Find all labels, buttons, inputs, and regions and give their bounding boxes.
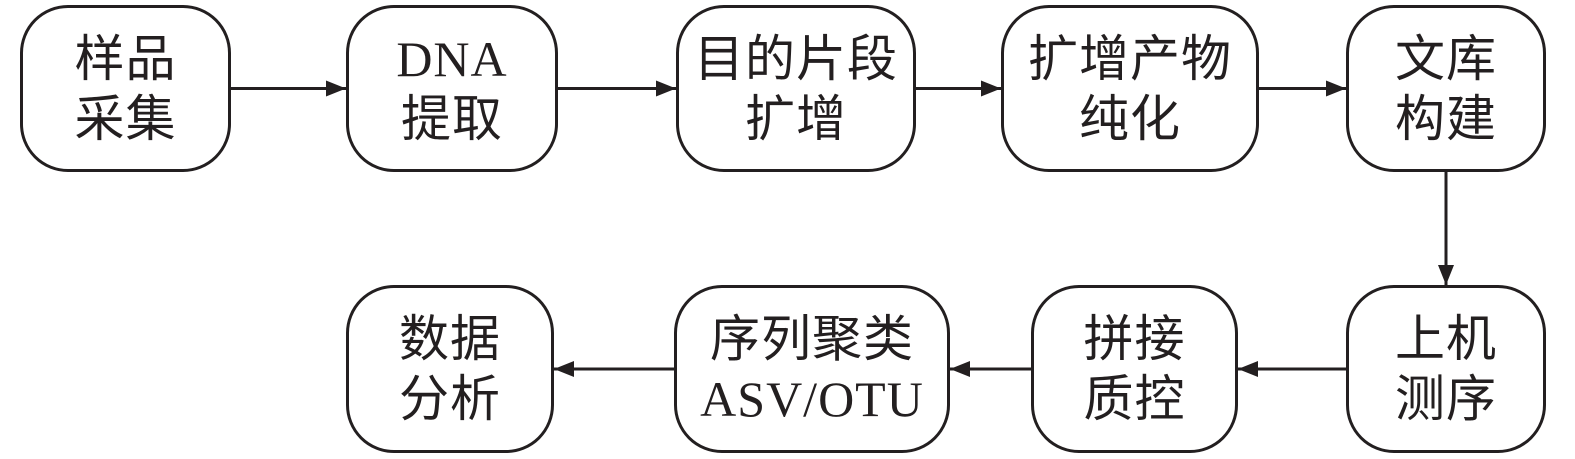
node-label-line: 目的片段 bbox=[694, 30, 898, 87]
node-label-line: 扩增 bbox=[745, 90, 847, 147]
node-label-line: DNA bbox=[396, 30, 508, 87]
node-library-construction: 文库 构建 bbox=[1346, 5, 1546, 172]
node-label-line: 采集 bbox=[74, 90, 177, 147]
node-sample-collection: 样品 采集 bbox=[20, 5, 231, 172]
node-dna-extraction: DNA 提取 bbox=[346, 5, 558, 172]
node-label-line: 上机 bbox=[1395, 311, 1497, 367]
node-label-line: 拼接 bbox=[1083, 311, 1186, 367]
node-merge-qc: 拼接 质控 bbox=[1031, 285, 1238, 453]
node-label-line: 文库 bbox=[1395, 30, 1497, 87]
node-label-line: 纯化 bbox=[1079, 90, 1181, 147]
node-sequencing: 上机 测序 bbox=[1346, 285, 1546, 453]
node-label-line: 序列聚类 bbox=[710, 311, 914, 367]
node-label-line: 扩增产物 bbox=[1028, 30, 1232, 87]
node-label-line: 构建 bbox=[1395, 90, 1497, 147]
node-label-line: ASV/OTU bbox=[700, 371, 924, 427]
node-label-line: 测序 bbox=[1395, 371, 1497, 427]
node-label-line: 质控 bbox=[1083, 371, 1186, 427]
node-product-purification: 扩增产物 纯化 bbox=[1001, 5, 1259, 172]
node-target-amplification: 目的片段 扩增 bbox=[676, 5, 916, 172]
node-data-analysis: 数据 分析 bbox=[346, 285, 554, 453]
node-label-line: 提取 bbox=[401, 90, 503, 147]
node-sequence-clustering: 序列聚类 ASV/OTU bbox=[674, 285, 950, 453]
node-label-line: 数据 bbox=[399, 311, 501, 367]
node-label-line: 分析 bbox=[399, 371, 501, 427]
node-label-line: 样品 bbox=[74, 30, 177, 87]
